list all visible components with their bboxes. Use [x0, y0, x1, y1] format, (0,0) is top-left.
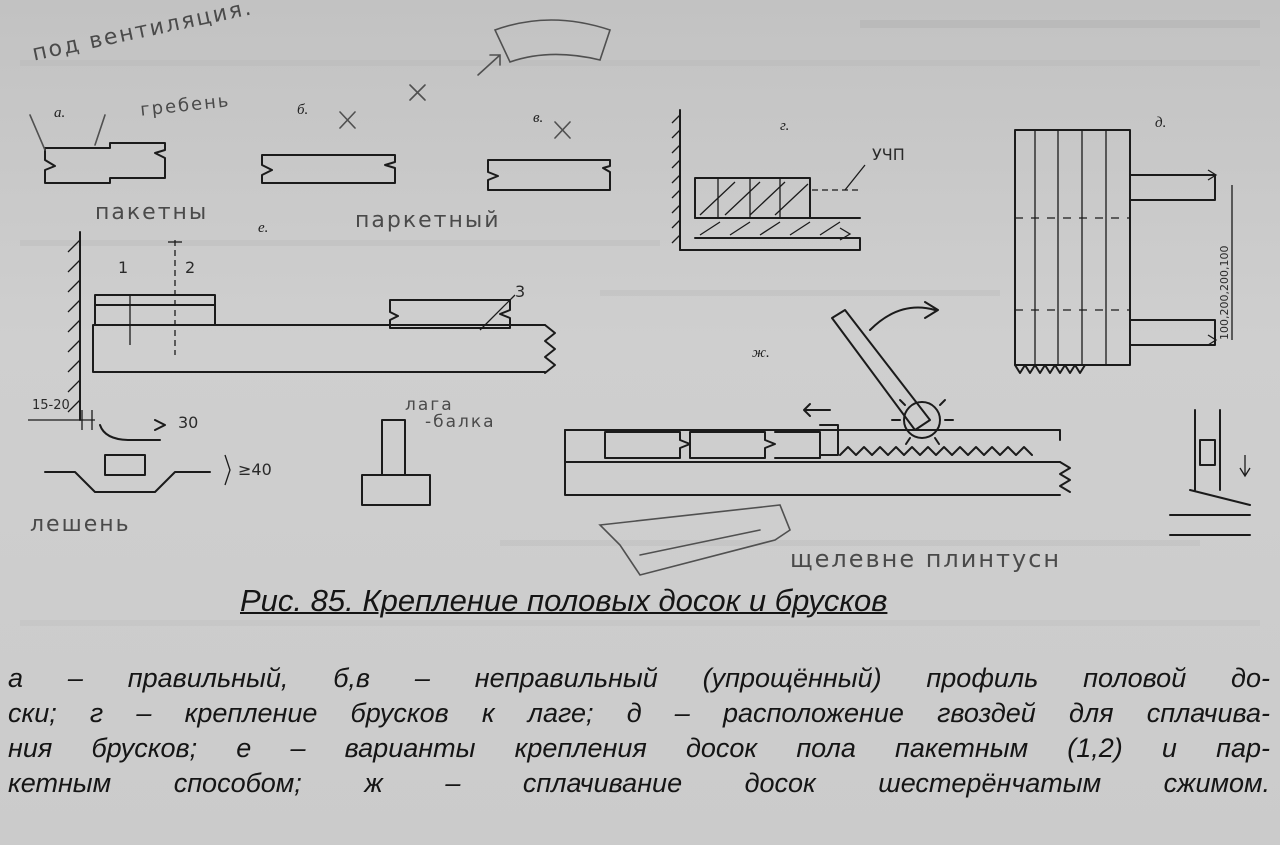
- description-line: ски; г – крепление брусков к лаге; д – р…: [8, 698, 1270, 728]
- ucp-label: УЧП: [872, 145, 905, 164]
- panel-g-bars-to-joist: [671, 109, 866, 251]
- note-beam: -балка: [425, 412, 496, 432]
- variant-2-label: 2: [185, 258, 196, 277]
- note-lashen: лешень: [30, 512, 131, 537]
- plinth-sketch: [598, 504, 791, 576]
- profile-a-correct: [44, 142, 166, 184]
- variant-1-label: 1: [118, 258, 129, 277]
- description-line: а – правильный, б,в – неправильный (упро…: [8, 663, 1270, 693]
- label-b: б.: [297, 102, 309, 118]
- panel-e-fastening-variants: [67, 231, 556, 421]
- description-line: ния брусков; е – варианты крепления досо…: [8, 733, 1270, 763]
- label-e: е.: [258, 220, 269, 236]
- label-v: в.: [533, 110, 544, 126]
- figure-caption: Рис. 85. Крепление половых досок и бруск…: [240, 583, 888, 618]
- bleed-through-text: [20, 20, 1260, 626]
- label-g: г.: [780, 118, 790, 134]
- nail-spacing-dimension: 100,200,200,100: [1218, 245, 1231, 340]
- note-parquet: паркетный: [355, 208, 501, 233]
- profile-v-incorrect: [487, 121, 611, 191]
- profile-b-incorrect: [261, 111, 396, 184]
- label-d: д.: [1155, 115, 1167, 131]
- gap-dimension: 15-20: [32, 398, 70, 413]
- description-line: кетным способом; ж – сплачивание досок ш…: [8, 768, 1270, 798]
- depth-dimension: 30: [178, 413, 199, 432]
- label-a: а.: [54, 105, 66, 121]
- note-package: пакетны: [95, 200, 209, 225]
- tongue-groove-detail: [28, 410, 431, 506]
- figure-description: а – правильный, б,в – неправильный (упро…: [8, 661, 1270, 801]
- panel-zh-gear-clamp: [564, 301, 1071, 496]
- label-zh: ж.: [752, 345, 770, 361]
- panel-d-nail-layout: [1014, 129, 1233, 374]
- height-dimension: ≥40: [238, 460, 272, 479]
- note-plinth: щелевне плинтусн: [790, 545, 1062, 573]
- variant-3-label: 3: [515, 282, 526, 301]
- note-tie: лага: [405, 395, 454, 415]
- right-edge-detail: [1169, 409, 1251, 536]
